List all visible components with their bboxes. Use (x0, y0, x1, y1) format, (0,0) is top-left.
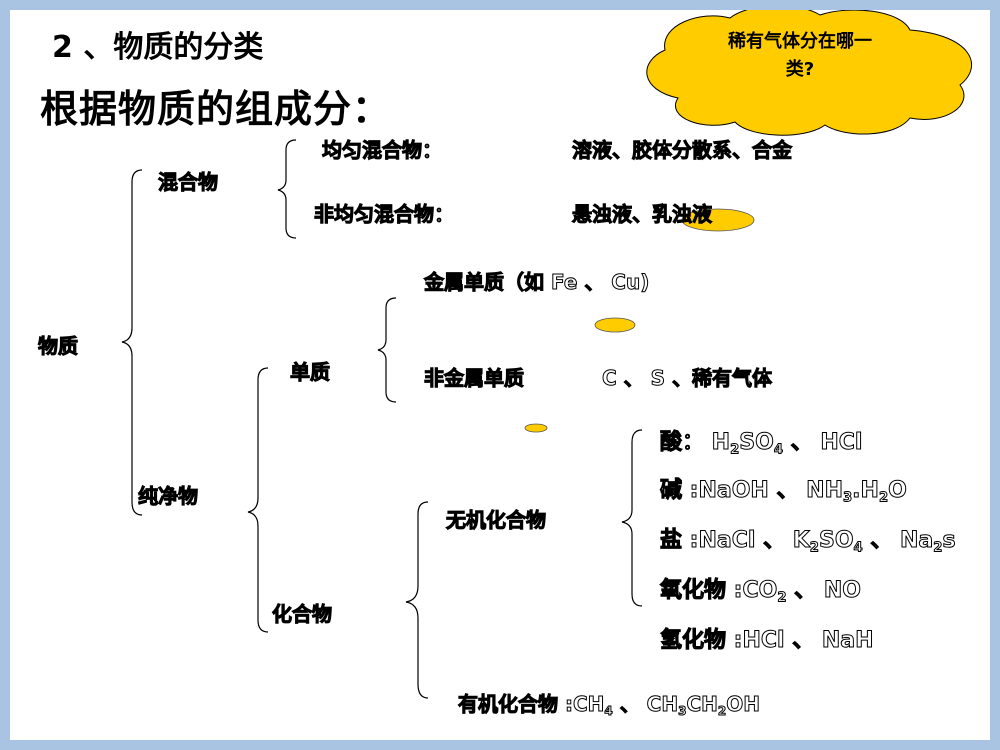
formula-part: CH (686, 692, 718, 717)
node-mixture: 混合物 (158, 170, 219, 195)
homogeneous-label: 均匀混合物： (322, 138, 443, 163)
oxide-label: 氧化物 : (659, 578, 743, 604)
salt-label: 盐 : (659, 528, 699, 554)
highlight-oval (681, 208, 755, 232)
formula-part: OH (726, 692, 761, 717)
node-element: 单质 (290, 360, 331, 385)
tree-brackets (121, 10, 972, 699)
callout-cloud (646, 10, 972, 136)
formula-part: 、 CH (612, 692, 679, 717)
node-inorganic: 无机化合物 (446, 508, 547, 533)
element-bracket (377, 297, 397, 403)
node-compound: 化合物 (272, 602, 333, 627)
node-organic: 有机化合物 :CH4 、 CH3CH2OH (458, 688, 761, 719)
formula-part: CO (742, 578, 778, 604)
formula-sub: 2 (878, 490, 889, 506)
node-metal: 金属单质（如 Fe 、 Cu) (423, 270, 650, 295)
formula-part: NaOH 、 NH (698, 478, 844, 504)
heterogeneous-examples: 悬浊液、乳浊液 (572, 202, 713, 227)
formula-part: O (888, 478, 908, 504)
formula-sub: 4 (773, 442, 784, 458)
base-label: 碱 : (659, 478, 699, 504)
nonmetal-label: 非金属单质 (424, 366, 525, 391)
item-base: 碱 :NaOH 、 NH3.H2O (659, 472, 908, 507)
formula-part: SO (818, 528, 854, 554)
formula-sub: 2 (730, 442, 740, 458)
callout-line-1: 稀有气体分在哪一 (728, 31, 872, 52)
heterogeneous-label: 非均匀混合物： (314, 202, 455, 227)
formula-sub: 3 (678, 704, 687, 719)
callout-line-2: 类? (785, 59, 815, 80)
formula-part: .H (852, 478, 880, 504)
highlight-oval (594, 317, 636, 333)
formula-part: 、 NO (786, 578, 862, 604)
mixture-bracket (277, 139, 297, 239)
formula-sub: 2 (717, 704, 727, 719)
callout-text: 稀有气体分在哪一 类? (690, 28, 910, 84)
node-pure: 纯净物 (138, 484, 199, 509)
item-acid: 酸： H2SO4 、 HCl (659, 424, 863, 459)
formula-part: HCl 、 NaH (742, 628, 874, 654)
formula-part: NaCl 、 K (698, 528, 810, 554)
nonmetal-examples: C 、 S 、稀有气体 (602, 366, 773, 391)
pure-bracket (247, 367, 269, 633)
formula-sub: 3 (842, 490, 853, 506)
item-salt: 盐 :NaCl 、 K2SO4 、 Na2s (659, 522, 956, 557)
organic-label: 有机化合物 : (458, 692, 574, 717)
formula-part: SO (739, 430, 775, 456)
main-title: 根据物质的组成分： (40, 87, 392, 131)
root-bracket (121, 169, 143, 516)
formula-sub: 2 (809, 540, 819, 556)
formula-part: 、 Na (862, 528, 934, 554)
hydride-label: 氢化物 : (659, 628, 743, 654)
slide: 稀有气体分在哪一 类? 2 、物质的分类 根据物质的组成分： 物质 混合物 均匀… (10, 10, 990, 740)
compound-bracket (405, 501, 429, 699)
node-root: 物质 (38, 334, 79, 359)
highlight-oval (524, 423, 548, 433)
item-hydride: 氢化物 :HCl 、 NaH (659, 622, 874, 654)
formula-part: H (704, 430, 731, 456)
section-title: 2 、物质的分类 (52, 30, 264, 65)
formula-sub: 2 (933, 540, 943, 556)
acid-label: 酸： (659, 430, 705, 456)
formula-part: s (942, 528, 956, 554)
inorganic-bracket (621, 429, 643, 607)
formula-sub: 2 (777, 590, 787, 606)
formula-part: CH (572, 692, 605, 717)
formula-sub: 4 (853, 540, 863, 556)
item-oxide: 氧化物 :CO2 、 NO (659, 572, 862, 607)
homogeneous-examples: 溶液、胶体分散系、合金 (572, 138, 793, 163)
formula-sub: 4 (604, 704, 613, 719)
formula-part: 、 HCl (783, 430, 863, 456)
